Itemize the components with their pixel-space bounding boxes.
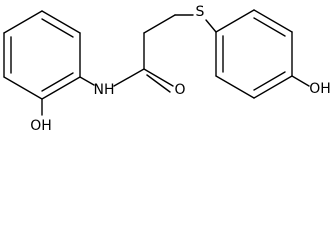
- c-o-double-bond: [143, 68, 174, 87]
- ring-bond: [3, 76, 43, 100]
- ring-bond: [215, 75, 255, 99]
- ring-inner-double-bond: [253, 71, 286, 91]
- ring-bond: [3, 10, 43, 34]
- c-o-double-bond: [146, 74, 171, 93]
- left-benzene-ring: [3, 10, 81, 100]
- ring-bond: [41, 10, 81, 34]
- hydroxyl-label-left: OH: [30, 118, 52, 134]
- ring-inner-double-bond: [253, 17, 286, 37]
- chemical-structure: OH NH O S OH: [3, 4, 331, 134]
- sulfur-label: S: [196, 4, 205, 20]
- ring-bond: [253, 75, 293, 99]
- c-n-bond: [79, 76, 95, 86]
- s-c-bond: [205, 19, 217, 33]
- ring-inner-double-bond: [41, 72, 74, 92]
- ring-inner-double-bond: [41, 18, 74, 38]
- amine-nh-label: NH: [94, 82, 115, 98]
- carbonyl-oxygen-label: O: [174, 82, 185, 98]
- ring-bond: [253, 9, 293, 33]
- right-benzene-ring: [215, 9, 293, 99]
- ring-bond: [215, 9, 255, 33]
- ring-bond: [41, 76, 81, 100]
- hydroxyl-label-right: OH: [309, 81, 331, 97]
- n-c-bond: [113, 68, 145, 87]
- c-oh-bond-right: [291, 75, 310, 87]
- ch2-c-bond: [143, 14, 176, 34]
